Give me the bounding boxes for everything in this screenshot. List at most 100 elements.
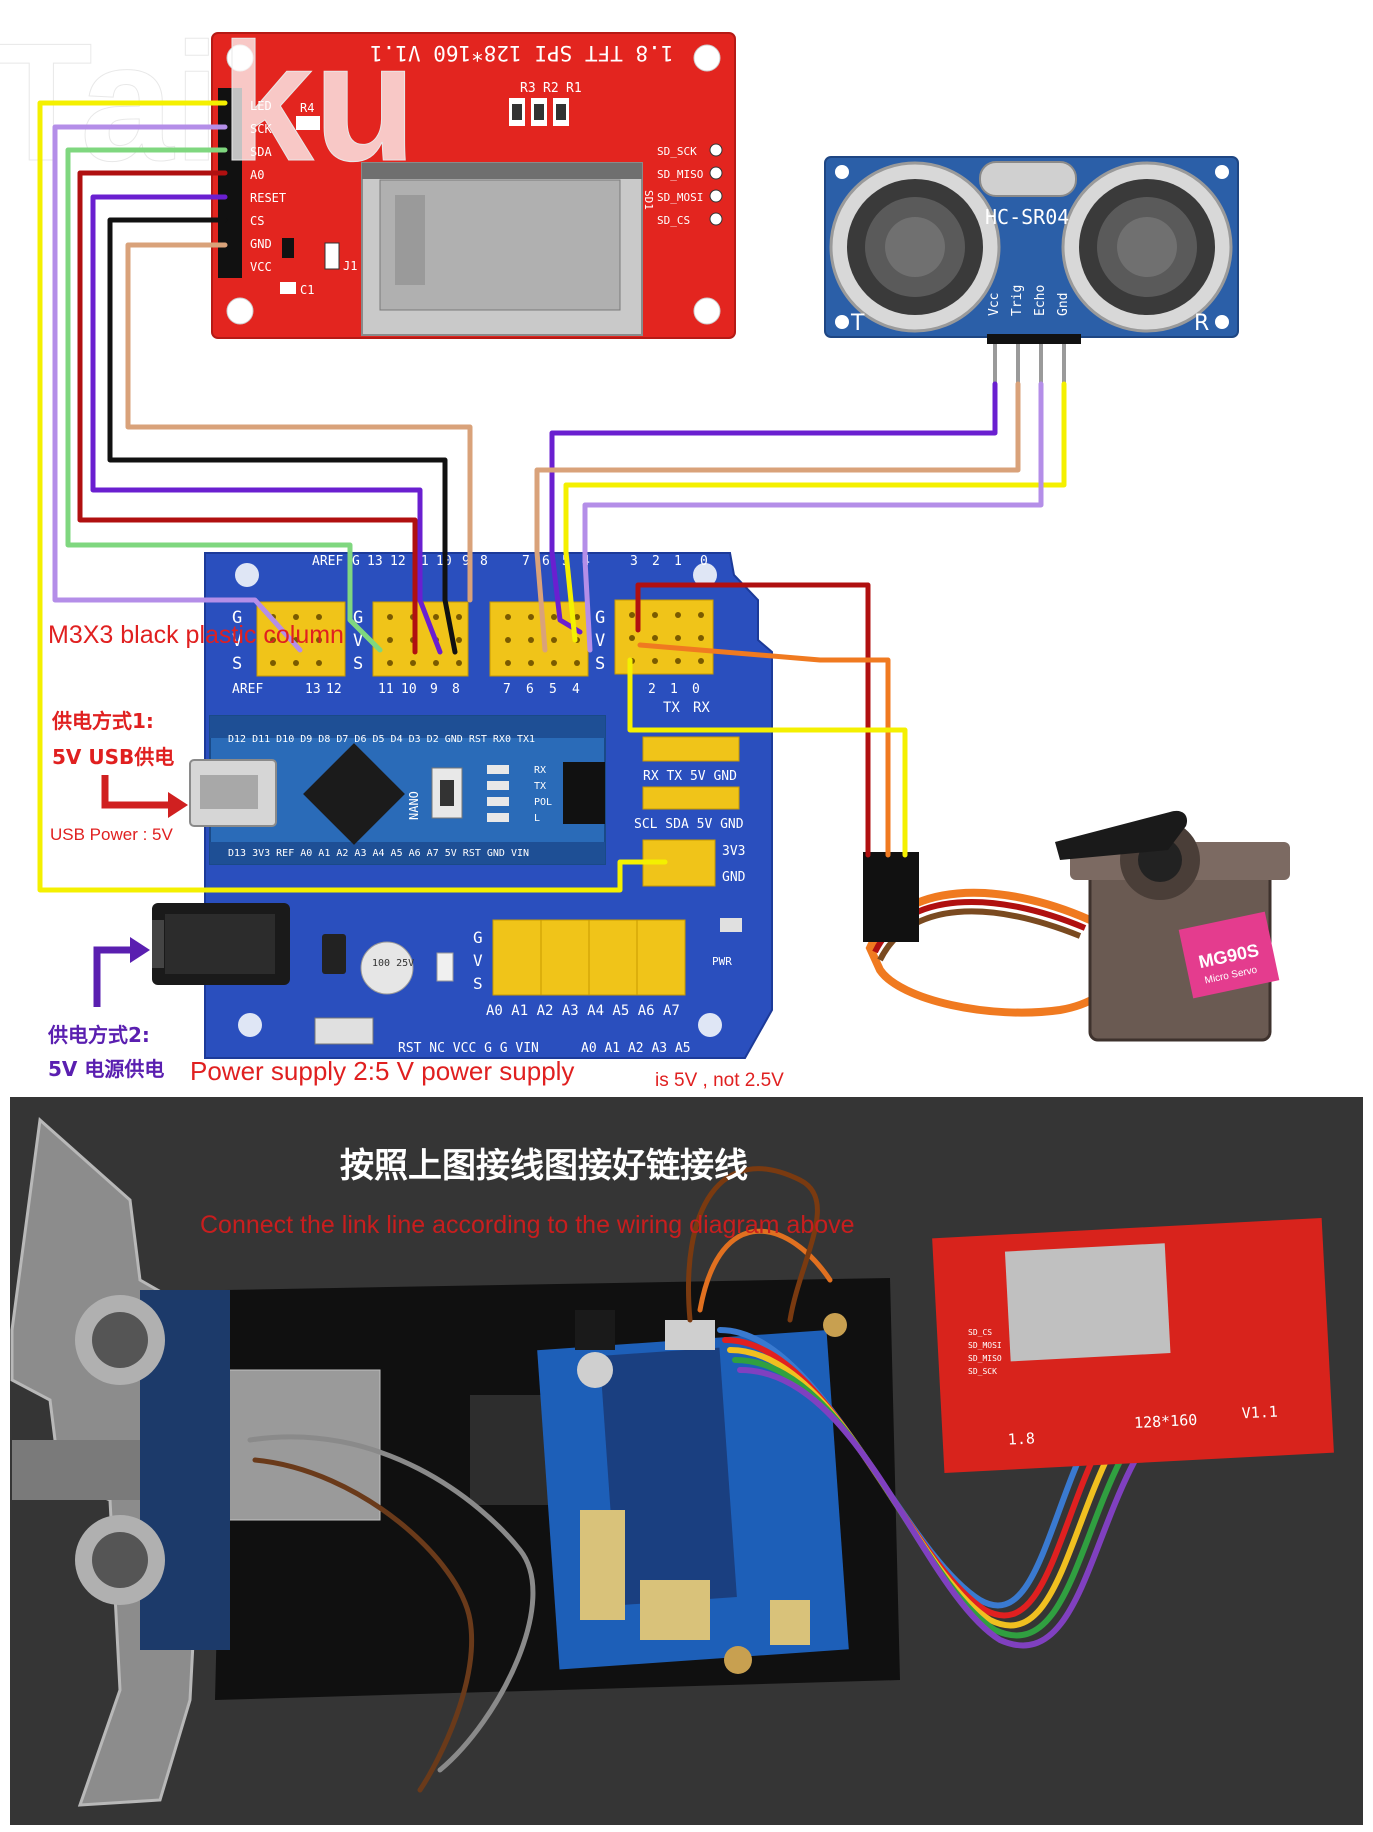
shield-bottom-header-labels: AREF 13 12 11 10 9 8 7 6 5 4 2 1 0 bbox=[232, 682, 700, 697]
label-0-bottom: 0 bbox=[692, 682, 700, 697]
photo-sd-sck: SD_SCK bbox=[968, 1367, 997, 1376]
label-13-bottom: 13 bbox=[305, 682, 321, 697]
sensor-pin-gnd: Gnd bbox=[1056, 293, 1071, 316]
wire-yellow-echo bbox=[563, 381, 1067, 643]
ultrasonic-sensor: HC-SR04 T R Vcc Trig Echo Gnd bbox=[824, 156, 1239, 384]
sensor-r-label: R bbox=[1194, 311, 1209, 336]
tft-pin-sck: SCK bbox=[250, 122, 272, 136]
sd-pin-cs: SD_CS bbox=[657, 214, 690, 227]
resistor-label-r4: R4 bbox=[300, 101, 314, 115]
gvs-g: G bbox=[473, 928, 483, 947]
tft-pin-cs: CS bbox=[250, 214, 264, 228]
capacitor: 100 25V bbox=[360, 941, 414, 995]
power2-cn-line2: 5V 电源供电 bbox=[48, 1057, 164, 1081]
gvs-s: S bbox=[232, 654, 242, 674]
gvs-g: G bbox=[353, 608, 363, 628]
sensor-pin-labels: Vcc Trig Echo Gnd bbox=[987, 285, 1071, 316]
wire-tan-vcc-sensor bbox=[534, 381, 1021, 653]
wire-lilac-sck bbox=[52, 124, 303, 653]
power1-cn-line1: 供电方式1: bbox=[51, 709, 154, 733]
sd-card-slot bbox=[361, 162, 643, 336]
sensor-pin-vcc: Vcc bbox=[987, 293, 1002, 316]
nano-label: NANO bbox=[407, 791, 421, 820]
sd-pin-labels: SD_SCK SD_MISO SD_MOSI SD_CS bbox=[657, 145, 703, 227]
photo-title-cn: 按照上图接线图接好链接线 bbox=[340, 1146, 748, 1186]
wire-orange-servo bbox=[637, 642, 891, 858]
wire-yellow-servo bbox=[627, 657, 908, 858]
label-rx: RX bbox=[693, 700, 710, 716]
nano-bottom-pins: D13 3V3 REF A0 A1 A2 A3 A4 A5 A6 A7 5V R… bbox=[228, 848, 529, 859]
tft-pin-labels: LED SCK SDA A0 RESET CS GND VCC bbox=[250, 99, 286, 274]
label-aref: AREF bbox=[312, 554, 343, 569]
mount-hole bbox=[226, 297, 254, 325]
led-rx: RX bbox=[534, 765, 546, 776]
ultrasonic-sensor-photo bbox=[75, 1290, 230, 1650]
wires bbox=[37, 100, 1067, 893]
wire-darkred-a0 bbox=[77, 170, 418, 655]
sensor-pin-echo: Echo bbox=[1033, 285, 1048, 316]
wire-tan-vcc bbox=[125, 242, 473, 603]
header-pins bbox=[270, 612, 704, 666]
label-10-bottom: 10 bbox=[401, 682, 417, 697]
label-9: 9 bbox=[462, 554, 470, 569]
transducer-left bbox=[829, 161, 1001, 333]
gvs-v: V bbox=[353, 631, 363, 651]
resistor-label-r3: R3 bbox=[520, 81, 536, 96]
label-8: 8 bbox=[480, 554, 488, 569]
label-6-bottom: 6 bbox=[526, 682, 534, 697]
sd-pin-sck: SD_SCK bbox=[657, 145, 697, 158]
assembly-photo: 1.8 128*160 V1.1 SD_CS SD_MOSI SD_MISO S… bbox=[10, 1097, 1363, 1825]
capacitor-label: 100 25V bbox=[372, 958, 414, 969]
servo-motor: MG90S Micro Servo bbox=[863, 810, 1290, 1042]
resistor-label-r2: R2 bbox=[543, 81, 559, 96]
tft-pin-gnd: GND bbox=[250, 237, 272, 251]
photo-sd-miso: SD_MISO bbox=[968, 1354, 1002, 1363]
label-13: 13 bbox=[367, 554, 383, 569]
label-gnd: GND bbox=[722, 870, 746, 885]
usb-arrow-icon bbox=[101, 775, 170, 809]
mount-hole bbox=[693, 44, 721, 72]
power2-note: is 5V , not 2.5V bbox=[655, 1070, 784, 1091]
analog-headers bbox=[492, 919, 686, 996]
sensor-t-label: T bbox=[850, 311, 865, 336]
label-aref-bottom: AREF bbox=[232, 682, 263, 697]
label-tx: TX bbox=[663, 700, 680, 716]
gvs-g: G bbox=[595, 608, 605, 628]
label-g: G bbox=[352, 554, 360, 569]
label-12-bottom: 12 bbox=[326, 682, 342, 697]
uart-header-label: RX TX 5V GND bbox=[643, 769, 737, 784]
resistor-label-r1: R1 bbox=[566, 81, 582, 96]
power-row-label: RST NC VCC G G VIN bbox=[398, 1041, 539, 1056]
label-pwr: PWR bbox=[712, 955, 732, 968]
gvs-s: S bbox=[353, 654, 363, 674]
sd-pin-miso: SD_MISO bbox=[657, 168, 703, 181]
gvs-s: S bbox=[595, 654, 605, 674]
gvs-v: V bbox=[473, 951, 483, 970]
tft-pin-sda: SDA bbox=[250, 145, 272, 159]
led-tx: TX bbox=[534, 781, 546, 792]
wire-purple-trig bbox=[549, 381, 998, 635]
wire-purple-reset bbox=[90, 194, 443, 655]
tft-pin-vcc: VCC bbox=[250, 260, 272, 274]
arduino-nano: D12 D11 D10 D9 D8 D7 D6 D5 D4 D3 D2 GND … bbox=[189, 715, 606, 865]
mount-hole bbox=[693, 297, 721, 325]
mount-hole bbox=[226, 44, 254, 72]
analog-row2-label: A0 A1 A2 A3 A5 bbox=[581, 1041, 691, 1056]
label-4-bottom: 4 bbox=[572, 682, 580, 697]
shield-hole bbox=[698, 1013, 722, 1037]
label-5-bottom: 5 bbox=[549, 682, 557, 697]
label-0: 0 bbox=[700, 554, 708, 569]
label-9-bottom: 9 bbox=[430, 682, 438, 697]
label-6: 6 bbox=[542, 554, 550, 569]
annotations: M3X3 black plastic column 供电方式1: 5V USB供… bbox=[47, 621, 784, 1091]
crystal bbox=[979, 161, 1077, 197]
led-pol: POL bbox=[534, 797, 552, 808]
sd-pin-mosi: SD_MOSI bbox=[657, 191, 703, 204]
gvs-labels: G V S G V S G V S bbox=[232, 608, 605, 674]
label-7-bottom: 7 bbox=[503, 682, 511, 697]
photo-sd-cs: SD_CS bbox=[968, 1328, 992, 1337]
shield-hole bbox=[693, 563, 717, 587]
wire-lilac-gnd bbox=[582, 381, 1044, 653]
tft-c1-label: C1 bbox=[300, 283, 314, 297]
